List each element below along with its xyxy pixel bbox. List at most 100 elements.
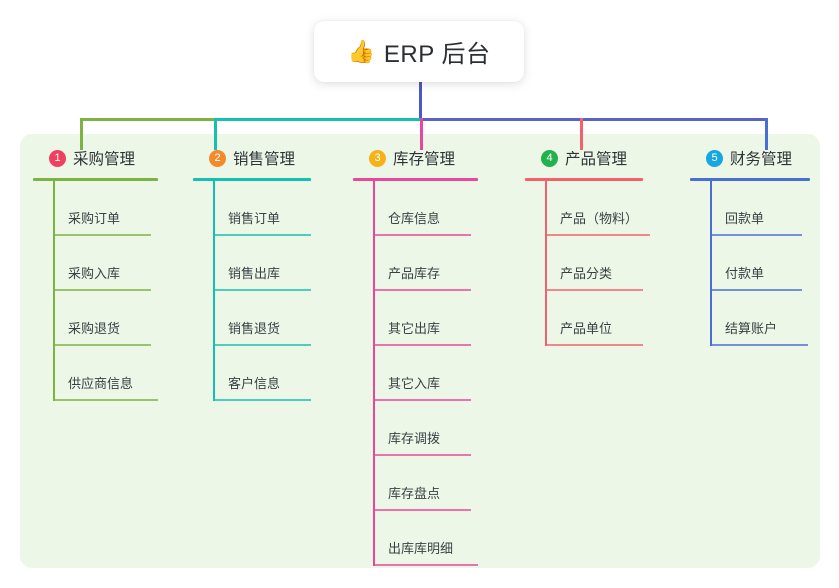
- column-items: 销售订单销售出库销售退货客户信息: [193, 181, 343, 401]
- list-item[interactable]: 其它入库: [373, 346, 503, 401]
- list-item-rule: [213, 399, 311, 401]
- list-item[interactable]: 产品单位: [545, 291, 675, 346]
- column-产品管理: 4 产品管理产品（物料） 产品分类产品单位: [525, 146, 675, 346]
- column-title: 产品管理: [565, 151, 628, 168]
- column-number-badge: 2: [209, 149, 226, 167]
- connector-bus-segment-2: [214, 118, 420, 121]
- list-item[interactable]: 产品（物料）: [545, 181, 675, 236]
- column-items: 产品（物料） 产品分类产品单位: [525, 181, 675, 346]
- column-number-badge: 3: [369, 149, 386, 167]
- thumbs-up-icon: 👍: [347, 38, 375, 64]
- list-item-label: 库存调拨: [388, 431, 441, 446]
- column-采购管理: 1 采购管理采购订单采购入库采购退货供应商信息: [33, 146, 183, 401]
- list-item-label: 产品库存: [388, 266, 441, 281]
- list-item-rule: [373, 454, 471, 456]
- list-item-rule: [213, 289, 311, 291]
- list-item-rule: [545, 289, 643, 291]
- list-item[interactable]: 回款单: [710, 181, 839, 236]
- content-panel: [20, 134, 820, 568]
- list-item-rule: [545, 234, 650, 236]
- list-item[interactable]: 出库库明细: [373, 511, 503, 566]
- list-item[interactable]: 结算账户: [710, 291, 839, 346]
- list-item-rule: [53, 234, 151, 236]
- list-item[interactable]: 产品分类: [545, 236, 675, 291]
- list-item[interactable]: 产品库存: [373, 236, 503, 291]
- list-item-rule: [213, 344, 311, 346]
- column-title: 财务管理: [730, 151, 793, 168]
- list-item[interactable]: 采购退货: [53, 291, 183, 346]
- column-items: 回款单付款单结算账户: [690, 181, 839, 346]
- column-spine: [545, 181, 547, 346]
- list-item[interactable]: 仓库信息: [373, 181, 503, 236]
- column-title: 采购管理: [73, 151, 136, 168]
- connector-drop-3: [420, 118, 423, 150]
- connector-drop-2: [214, 118, 217, 150]
- list-item-rule: [373, 509, 471, 511]
- list-item-label: 销售订单: [228, 211, 281, 226]
- list-item-rule: [710, 234, 802, 236]
- column-title: 库存管理: [393, 151, 456, 168]
- list-item[interactable]: 销售订单: [213, 181, 343, 236]
- list-item[interactable]: 其它出库: [373, 291, 503, 346]
- list-item-label: 产品单位: [560, 321, 613, 336]
- column-header-4[interactable]: 4 产品管理: [525, 146, 675, 170]
- list-item-rule: [710, 344, 808, 346]
- column-number-badge: 1: [49, 149, 66, 167]
- list-item-rule: [53, 344, 151, 346]
- list-item[interactable]: 客户信息: [213, 346, 343, 401]
- root-node-card[interactable]: 👍 ERP 后台: [314, 21, 524, 82]
- column-title: 销售管理: [233, 151, 296, 168]
- list-item-rule: [213, 234, 311, 236]
- list-item-label: 采购订单: [68, 211, 121, 226]
- column-number-badge: 4: [541, 149, 558, 167]
- column-财务管理: 5 财务管理回款单付款单结算账户: [690, 146, 839, 346]
- list-item-label: 销售出库: [228, 266, 281, 281]
- column-items: 采购订单采购入库采购退货供应商信息: [33, 181, 183, 401]
- list-item-label: 付款单: [725, 266, 765, 281]
- column-header-rule: [525, 178, 643, 181]
- column-header-1[interactable]: 1 采购管理: [33, 146, 183, 170]
- list-item[interactable]: 销售退货: [213, 291, 343, 346]
- list-item-rule: [53, 399, 158, 401]
- list-item[interactable]: 付款单: [710, 236, 839, 291]
- list-item-rule: [53, 289, 151, 291]
- column-header-5[interactable]: 5 财务管理: [690, 146, 839, 170]
- connector-drop-5: [765, 118, 768, 150]
- list-item-label: 采购入库: [68, 266, 121, 281]
- list-item[interactable]: 采购入库: [53, 236, 183, 291]
- list-item-label: 仓库信息: [388, 211, 441, 226]
- column-spine: [213, 181, 215, 401]
- list-item[interactable]: 采购订单: [53, 181, 183, 236]
- page-title: ERP 后台: [383, 41, 491, 68]
- list-item[interactable]: 销售出库: [213, 236, 343, 291]
- list-item-rule: [545, 344, 643, 346]
- list-item-rule: [373, 399, 471, 401]
- connector-bus-segment-1: [80, 118, 214, 121]
- column-header-rule: [353, 178, 478, 181]
- list-item-rule: [373, 234, 471, 236]
- column-spine: [373, 181, 375, 566]
- column-number-badge: 5: [706, 149, 723, 167]
- list-item-label: 回款单: [725, 211, 765, 226]
- column-header-rule: [690, 178, 810, 181]
- column-header-rule: [193, 178, 311, 181]
- column-spine: [53, 181, 55, 401]
- list-item-label: 产品（物料）: [560, 211, 639, 226]
- list-item[interactable]: 库存调拨: [373, 401, 503, 456]
- connector-drop-4: [580, 118, 583, 150]
- list-item[interactable]: 库存盘点: [373, 456, 503, 511]
- column-header-rule: [33, 178, 158, 181]
- list-item-label: 销售退货: [228, 321, 281, 336]
- connector-bus-segment-3: [420, 118, 765, 121]
- list-item-label: 供应商信息: [68, 376, 134, 391]
- column-items: 仓库信息产品库存其它出库其它入库库存调拨库存盘点出库库明细: [353, 181, 503, 566]
- column-header-2[interactable]: 2 销售管理: [193, 146, 343, 170]
- column-库存管理: 3 库存管理仓库信息产品库存其它出库其它入库库存调拨库存盘点出库库明细: [353, 146, 503, 566]
- list-item-rule: [710, 289, 802, 291]
- root-node-content: 👍 ERP 后台: [348, 34, 491, 69]
- list-item-label: 出库库明细: [388, 541, 454, 556]
- list-item[interactable]: 供应商信息: [53, 346, 183, 401]
- list-item-rule: [373, 564, 478, 566]
- column-header-3[interactable]: 3 库存管理: [353, 146, 503, 170]
